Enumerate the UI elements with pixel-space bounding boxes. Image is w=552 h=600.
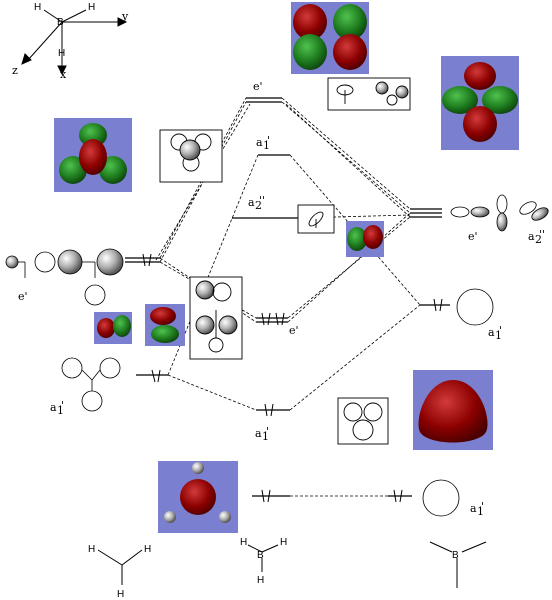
label-a1-prime-bottom: a 1 ' [255, 425, 269, 443]
label-e-prime-right: e' [468, 230, 478, 243]
mo-render-a1-left [54, 118, 132, 192]
axis-system [21, 9, 128, 76]
svg-text:': ' [481, 500, 484, 513]
mo-render-top [291, 2, 369, 74]
label-a1-prime-left: a 1 ' [50, 399, 64, 417]
axis-b: B [57, 17, 64, 28]
label-e-prime-top: e' [253, 80, 263, 93]
axis-h3: H [58, 48, 65, 59]
trigonal-structure [429, 541, 487, 588]
salc-e-prime-left [5, 248, 124, 306]
mo-render-bottom [158, 461, 238, 533]
s-orbital-right-mid [456, 288, 494, 326]
svg-text:': ' [499, 324, 502, 337]
mo-render-e-top-right [441, 56, 519, 150]
ch3-h2: H [144, 544, 151, 555]
p-orbitals-right [450, 194, 549, 232]
label-a1-prime-right-mid: a 1 ' [488, 324, 502, 342]
axis-h2: H [88, 2, 95, 13]
salc-box-e-top [327, 77, 411, 111]
bh3-b: B [257, 550, 264, 561]
electrons [142, 253, 443, 503]
bh3-h3: H [257, 575, 264, 586]
label-e-prime-left: e' [18, 290, 28, 303]
svg-text:1: 1 [263, 139, 270, 152]
axis-z-label: z [12, 64, 18, 77]
svg-text:'': '' [539, 228, 545, 241]
s-orbital-right-low [422, 479, 460, 517]
ch3-h3: H [117, 589, 124, 600]
svg-text:2: 2 [535, 233, 542, 246]
mo-render-small-2 [145, 304, 185, 346]
svg-text:a: a [488, 326, 495, 339]
svg-text:': ' [266, 425, 269, 438]
label-a1-prime-mid: a 1 ' [256, 134, 270, 152]
salc-box-a1 [159, 129, 223, 183]
ch3-structure [97, 549, 143, 585]
svg-text:a: a [256, 136, 263, 149]
mo-render-center [346, 221, 384, 257]
svg-text:1: 1 [477, 505, 484, 518]
bh3-h1: H [240, 537, 247, 548]
svg-text:a: a [470, 502, 477, 515]
trigonal-b: B [452, 550, 459, 561]
svg-text:'': '' [259, 194, 265, 207]
svg-text:': ' [267, 134, 270, 147]
label-a2-dprime-right: a 2 '' [528, 228, 545, 246]
mo-render-a1-large [413, 370, 493, 450]
svg-text:a: a [528, 230, 535, 243]
label-a1-prime-right-low: a 1 ' [470, 500, 484, 518]
svg-text:a: a [248, 196, 255, 209]
bh3-structure [247, 544, 279, 572]
salc-a1-prime-left [61, 357, 121, 412]
axis-h1: H [34, 2, 41, 13]
ch3-h1: H [88, 544, 95, 555]
svg-text:': ' [61, 399, 64, 412]
svg-text:1: 1 [57, 404, 64, 417]
svg-text:a: a [50, 401, 57, 414]
svg-text:1: 1 [495, 329, 502, 342]
salc-box-a1-lower [337, 397, 389, 445]
label-e-prime-center: e' [289, 324, 299, 337]
bh3-h2: H [280, 537, 287, 548]
salc-box-e-center [189, 276, 243, 360]
svg-text:a: a [255, 427, 262, 440]
salc-box-a2 [297, 204, 335, 234]
label-a2-dprime-left: a 2 '' [248, 194, 265, 212]
mo-render-small-1 [94, 312, 132, 344]
axis-y-label: y [121, 10, 129, 23]
svg-text:2: 2 [255, 199, 262, 212]
axis-x-label: x [60, 68, 67, 81]
svg-text:1: 1 [262, 430, 269, 443]
